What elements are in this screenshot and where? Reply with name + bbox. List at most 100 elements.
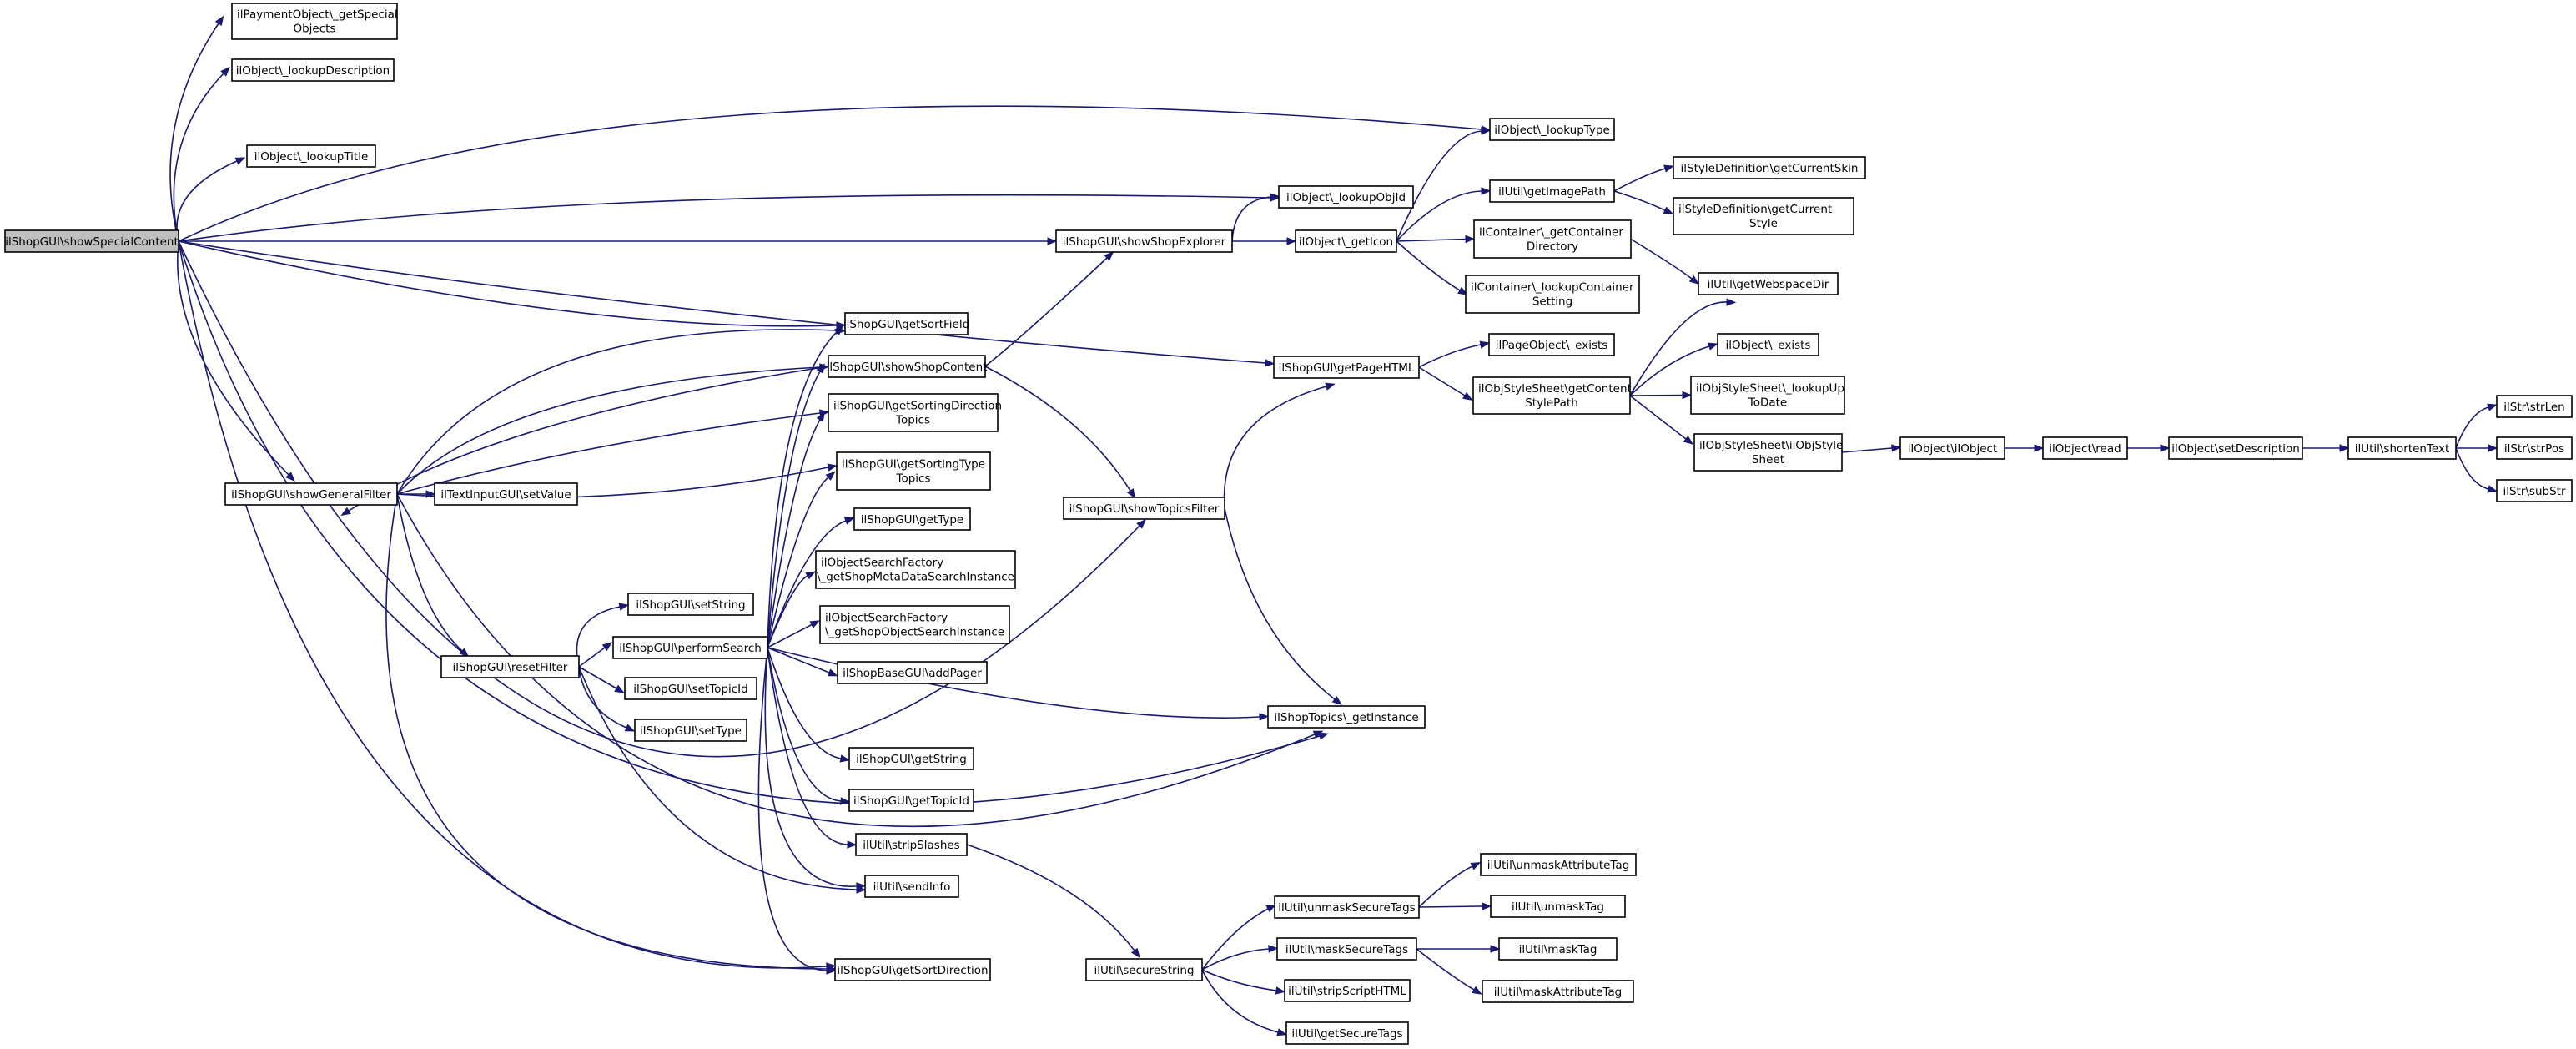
node-lookobjid[interactable]: ilObject\_lookupObjId xyxy=(1278,185,1414,209)
node-box xyxy=(848,789,974,812)
node-sortfield[interactable]: ilShopGUI\getSortField xyxy=(843,312,969,335)
node-setdesc[interactable]: ilObject\setDescription xyxy=(2168,436,2303,460)
node-unmasksecure[interactable]: ilUtil\unmaskSecureTags xyxy=(1274,895,1420,919)
node-ilobjstyle[interactable]: ilObjStyleSheet\ilObjStyleSheet xyxy=(1693,433,1843,472)
arrowhead xyxy=(1481,127,1492,135)
node-imgpath[interactable]: ilUtil\getImagePath xyxy=(1489,179,1615,203)
node-unmasktag[interactable]: ilUtil\unmaskTag xyxy=(1490,895,1626,918)
node-setvalue[interactable]: ilTextInputGUI\setValue xyxy=(434,482,578,506)
node-genfilter[interactable]: ilShopGUI\showGeneralFilter xyxy=(224,482,398,506)
node-perfsearch[interactable]: ilShopGUI\performSearch xyxy=(612,636,768,659)
node-looktitle[interactable]: ilObject\_lookupTitle xyxy=(246,144,376,168)
edge-geticon-imgpath xyxy=(1396,187,1492,242)
edge-stripslashes-securestr xyxy=(966,844,1140,959)
node-box xyxy=(815,550,1016,589)
node-sendinfo[interactable]: ilUtil\sendInfo xyxy=(864,875,959,898)
node-topicsfilter[interactable]: ilShopGUI\showTopicsFilter xyxy=(1063,497,1225,520)
arrowhead xyxy=(1331,695,1342,705)
edge-root-looktitle xyxy=(176,157,246,242)
node-webdir[interactable]: ilUtil\getWebspaceDir xyxy=(1698,272,1839,295)
node-looktype[interactable]: ilObject\_lookupType xyxy=(1489,118,1615,141)
edge-line xyxy=(578,666,858,890)
arrowhead xyxy=(1465,235,1476,244)
node-objread[interactable]: ilObject\read xyxy=(2042,436,2128,460)
arrowhead xyxy=(1136,518,1146,529)
node-settopicid[interactable]: ilShopGUI\setTopicId xyxy=(624,677,757,700)
edge-shorten-strlen xyxy=(2455,403,2498,449)
node-gettopicid[interactable]: ilShopGUI\getTopicId xyxy=(848,789,974,812)
node-label: ilShopTopics\_getInstance xyxy=(1274,711,1418,724)
node-securestr[interactable]: ilUtil\secureString xyxy=(1085,958,1203,981)
node-gettype[interactable]: ilShopGUI\getType xyxy=(853,507,971,531)
edge-geticon-contset xyxy=(1396,240,1468,295)
edge-imgpath-curskin xyxy=(1613,164,1674,192)
node-box xyxy=(440,655,580,678)
node-strpos[interactable]: ilStr\strPos xyxy=(2496,436,2573,460)
edge-line xyxy=(767,623,813,648)
node-shorten[interactable]: ilUtil\shortenText xyxy=(2347,436,2457,460)
node-shopcontent[interactable]: ilShopGUI\showShopContent xyxy=(827,355,988,378)
edge-contentstyle-lookuptodate xyxy=(1629,391,1693,400)
node-pagehtml[interactable]: ilShopGUI\getPageHTML xyxy=(1273,356,1420,379)
node-settype[interactable]: ilShopGUI\setType xyxy=(634,719,747,742)
node-securetags[interactable]: ilUtil\getSecureTags xyxy=(1285,1021,1409,1045)
edge-perfsearch-sortfield xyxy=(767,325,844,648)
arrowhead xyxy=(618,603,630,611)
edge-shorten-substr xyxy=(2455,447,2498,493)
node-label: ilShopGUI\setString xyxy=(636,598,745,612)
node-masksecure[interactable]: ilUtil\maskSecureTags xyxy=(1276,937,1417,961)
node-box xyxy=(1085,958,1203,981)
node-box xyxy=(1465,275,1640,314)
edge-objread-setdesc xyxy=(2127,444,2171,452)
arrowhead xyxy=(601,642,613,652)
node-metasearch[interactable]: ilObjectSearchFactory\_getShopMetaDataSe… xyxy=(815,550,1016,589)
edge-line xyxy=(767,331,838,648)
arrowhead xyxy=(1318,732,1329,740)
node-topicsinst[interactable]: ilShopTopics\_getInstance xyxy=(1267,705,1426,729)
node-label: ilUtil\stripScriptHTML xyxy=(1288,985,1406,998)
node-setstring[interactable]: ilShopGUI\setString xyxy=(627,593,754,616)
node-label: ilUtil\unmaskTag xyxy=(1512,900,1604,914)
node-box xyxy=(1482,980,1634,1003)
node-objexists[interactable]: ilObject\_exists xyxy=(1717,333,1819,356)
edge-line xyxy=(1396,238,1467,242)
node-masktag[interactable]: ilUtil\maskTag xyxy=(1498,937,1618,961)
edge-contentstyle-objexists xyxy=(1629,342,1718,396)
edge-line xyxy=(176,160,238,242)
node-ilobject[interactable]: ilObject\ilObject xyxy=(1899,436,2005,460)
node-label: ilShopGUI\showShopContent xyxy=(827,361,988,374)
node-objsearch[interactable]: ilObjectSearchFactory\_getShopObjectSear… xyxy=(819,605,1010,644)
edge-perfsearch-objsearch xyxy=(767,620,821,648)
edge-line xyxy=(348,366,829,512)
node-pageexists[interactable]: ilPageObject\_exists xyxy=(1488,333,1615,356)
node-strlen[interactable]: ilStr\strLen xyxy=(2496,395,2573,418)
node-resetfilter[interactable]: ilShopGUI\resetFilter xyxy=(440,655,580,678)
node-stripscript[interactable]: ilUtil\stripScriptHTML xyxy=(1284,979,1411,1002)
node-shopexp[interactable]: ilShopGUI\showShopExplorer xyxy=(1055,229,1233,253)
node-addpager[interactable]: ilShopBaseGUI\addPager xyxy=(837,661,988,684)
node-getstring[interactable]: ilShopGUI\getString xyxy=(848,747,974,770)
arrowhead xyxy=(614,684,625,693)
node-substr[interactable]: ilStr\subStr xyxy=(2496,479,2573,502)
node-lookdesc[interactable]: ilObject\_lookupDescription xyxy=(231,58,395,82)
node-box xyxy=(848,747,974,770)
node-unmaskattr[interactable]: ilUtil\unmaskAttributeTag xyxy=(1480,853,1637,876)
node-root[interactable]: ilShopGUI\showSpecialContent xyxy=(4,229,179,253)
node-curskin[interactable]: ilStyleDefinition\getCurrentSkin xyxy=(1673,156,1866,179)
edge-ilobjstyle-ilobject xyxy=(1841,444,1902,453)
edge-resetfilter-perfsearch xyxy=(578,642,613,668)
node-box xyxy=(1717,333,1819,356)
node-maskattr[interactable]: ilUtil\maskAttributeTag xyxy=(1482,980,1634,1003)
node-stripslashes[interactable]: ilUtil\stripSlashes xyxy=(855,833,968,856)
node-sortdir[interactable]: ilShopGUI\getSortDirection xyxy=(834,958,991,981)
node-geticon[interactable]: ilObject\_getIcon xyxy=(1295,229,1397,253)
edge-perfsearch-addpager xyxy=(767,647,838,677)
